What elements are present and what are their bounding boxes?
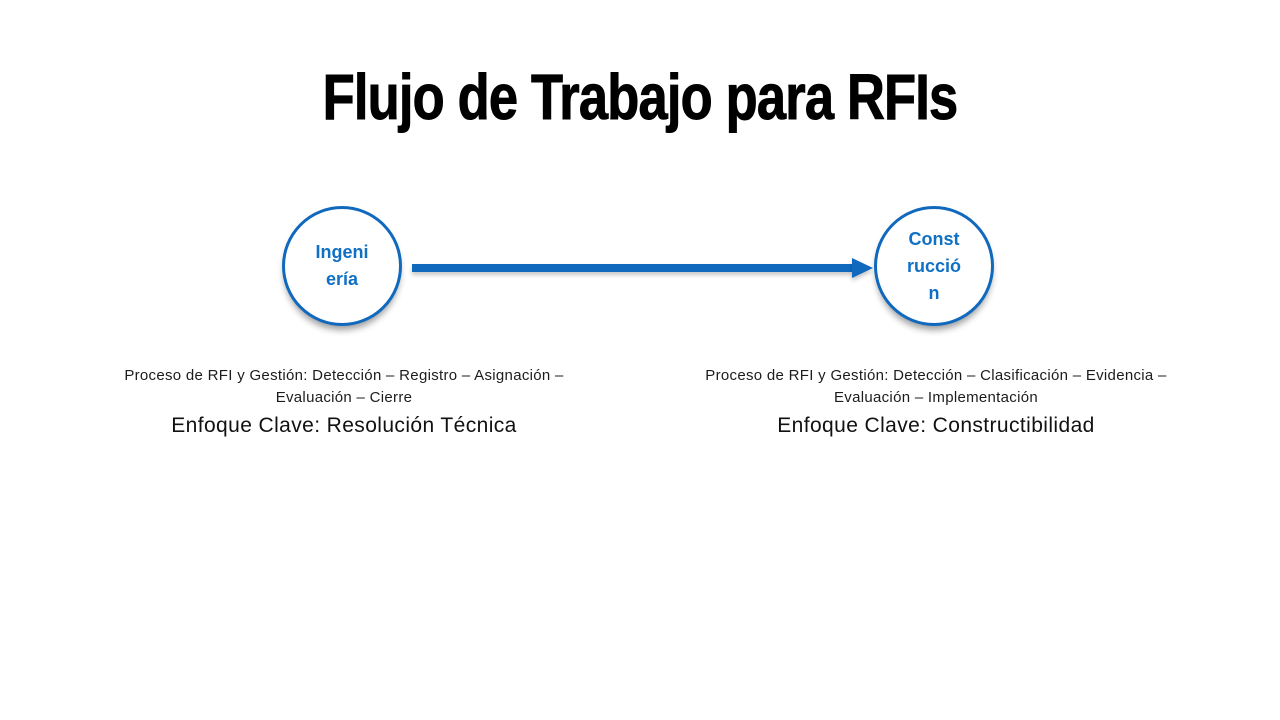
node-construccion-label: Const rucció n (907, 226, 961, 307)
caption-ingenieria: Proceso de RFI y Gestión: Detección – Re… (84, 365, 604, 439)
flow-arrow-head-icon (852, 258, 873, 278)
node-label-line: ería (325, 269, 359, 289)
slide-title: Flujo de Trabajo para RFIs (322, 61, 958, 134)
process-text-ingenieria: Proceso de RFI y Gestión: Detección – Re… (124, 367, 564, 406)
focus-text-construccion: Enfoque Clave: Constructibilidad (777, 414, 1095, 437)
node-label-line: Ingeni (315, 242, 369, 262)
node-construccion: Const rucció n (874, 206, 994, 326)
process-text-construccion: Proceso de RFI y Gestión: Detección – Cl… (705, 367, 1167, 406)
node-label-line: Const (908, 228, 960, 249)
node-label-line: rucció (906, 255, 962, 276)
node-ingenieria-label: Ingeni ería (316, 239, 369, 293)
node-label-line: n (928, 282, 940, 303)
flow-arrow-line (412, 264, 854, 272)
caption-construccion: Proceso de RFI y Gestión: Detección – Cl… (670, 365, 1202, 439)
node-ingenieria: Ingeni ería (282, 206, 402, 326)
focus-text-ingenieria: Enfoque Clave: Resolución Técnica (171, 414, 517, 437)
